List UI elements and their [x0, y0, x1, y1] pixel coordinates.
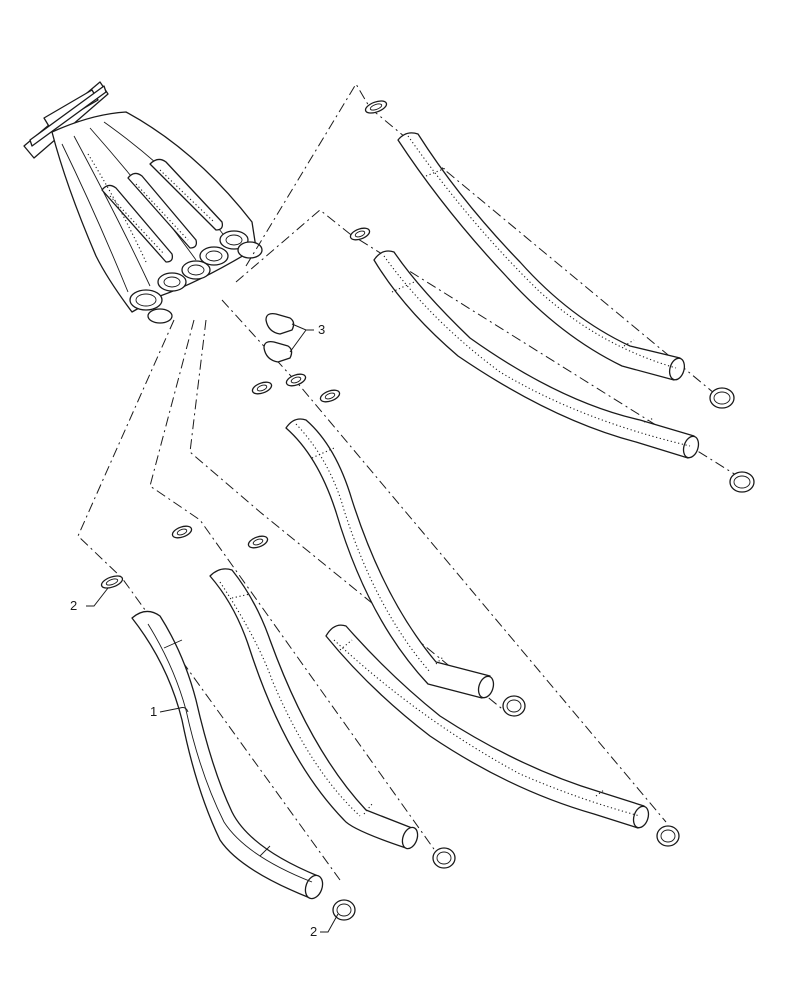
tube-1 — [131, 610, 324, 900]
clamp-end-e — [709, 387, 735, 409]
callout-item-2-top: 2 — [70, 598, 77, 613]
clamp-item-2-bottom — [332, 899, 356, 921]
callout-item-1: 1 — [150, 704, 157, 719]
clamp-end-c — [502, 695, 526, 717]
clamp-mid-2 — [285, 373, 307, 387]
callout-item-2-bottom: 2 — [310, 924, 317, 939]
outlet-stubs — [129, 230, 263, 324]
hose-c — [285, 418, 495, 699]
clamp-left-1 — [171, 525, 193, 539]
clamp-mid-3 — [319, 389, 341, 403]
clamp-end-d — [729, 471, 755, 493]
clamp-top-row-2 — [349, 227, 371, 241]
clamp-end-a — [432, 847, 456, 869]
callout-item-3: 3 — [318, 322, 325, 337]
distributor-manifold — [23, 81, 263, 324]
clamp-item-2-top — [100, 575, 124, 589]
hose-e — [397, 132, 686, 381]
clamp-top-row-1 — [364, 100, 388, 114]
clamp-end-b — [656, 825, 680, 847]
assembly-centerlines — [77, 83, 745, 881]
clamp-left-2 — [247, 535, 269, 549]
clamp-mid-1 — [251, 381, 273, 395]
hose-b — [325, 624, 650, 829]
item-3-sleeves — [263, 312, 295, 363]
hose-a — [209, 568, 419, 850]
hose-clamps — [100, 100, 755, 921]
hose-d — [373, 250, 700, 459]
callout-leaders — [86, 323, 339, 933]
